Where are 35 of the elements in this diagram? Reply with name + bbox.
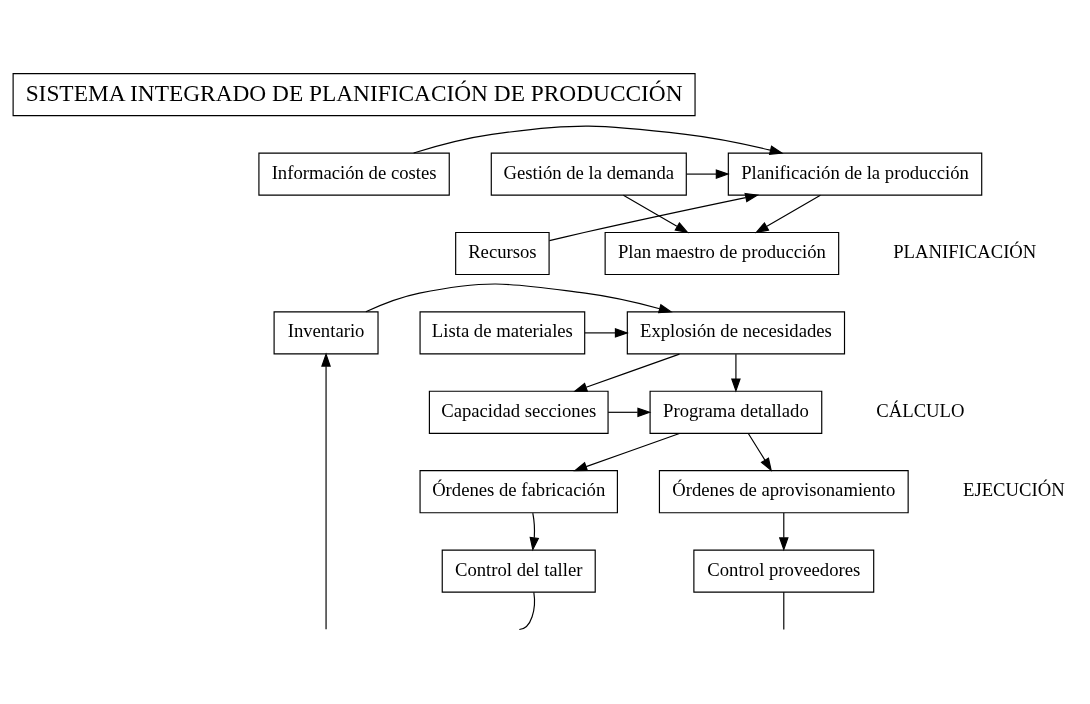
node-box: Órdenes de aprovisonamiento (658, 470, 909, 514)
arrow (778, 512, 789, 552)
node-box: Capacidad secciones (428, 390, 609, 434)
node-box: Planificación de la producción (727, 152, 983, 196)
node-box: Control proveedores (693, 549, 875, 593)
arrow (321, 352, 331, 630)
node-box: Lista de materiales (419, 311, 586, 355)
arrow (529, 512, 540, 552)
arrow (622, 194, 689, 234)
node-box: Programa detallado (649, 390, 823, 434)
node-box: Explosión de necesidades (626, 311, 846, 355)
arrow (731, 353, 741, 393)
arrow (573, 432, 680, 472)
arrow (413, 125, 784, 155)
label: CÁLCULO (876, 399, 965, 421)
node-box: Inventario (273, 311, 379, 355)
node-box: Plan maestro de producción (604, 231, 840, 276)
arrow (548, 192, 760, 242)
arrow (573, 353, 680, 392)
arrow (584, 328, 629, 338)
connector (783, 591, 785, 630)
node-box: Recursos (455, 231, 550, 276)
arrow (754, 194, 821, 234)
arrow (365, 283, 673, 314)
arrow (607, 407, 652, 418)
node-box: SISTEMA INTEGRADO DE PLANIFICACIÓN DE PRODUCCIÓN (12, 73, 696, 117)
node-box: Órdenes de fabricación (419, 470, 618, 514)
node-box: Gestión de la demanda (490, 152, 687, 196)
label: EJECUCIÓN (963, 479, 1065, 501)
arrow (685, 169, 730, 179)
node-box: Control del taller (441, 549, 596, 593)
arrow (747, 433, 773, 472)
node-box: Información de costes (258, 152, 450, 196)
connector (518, 591, 536, 631)
label: PLANIFICACIÓN (893, 240, 1037, 262)
